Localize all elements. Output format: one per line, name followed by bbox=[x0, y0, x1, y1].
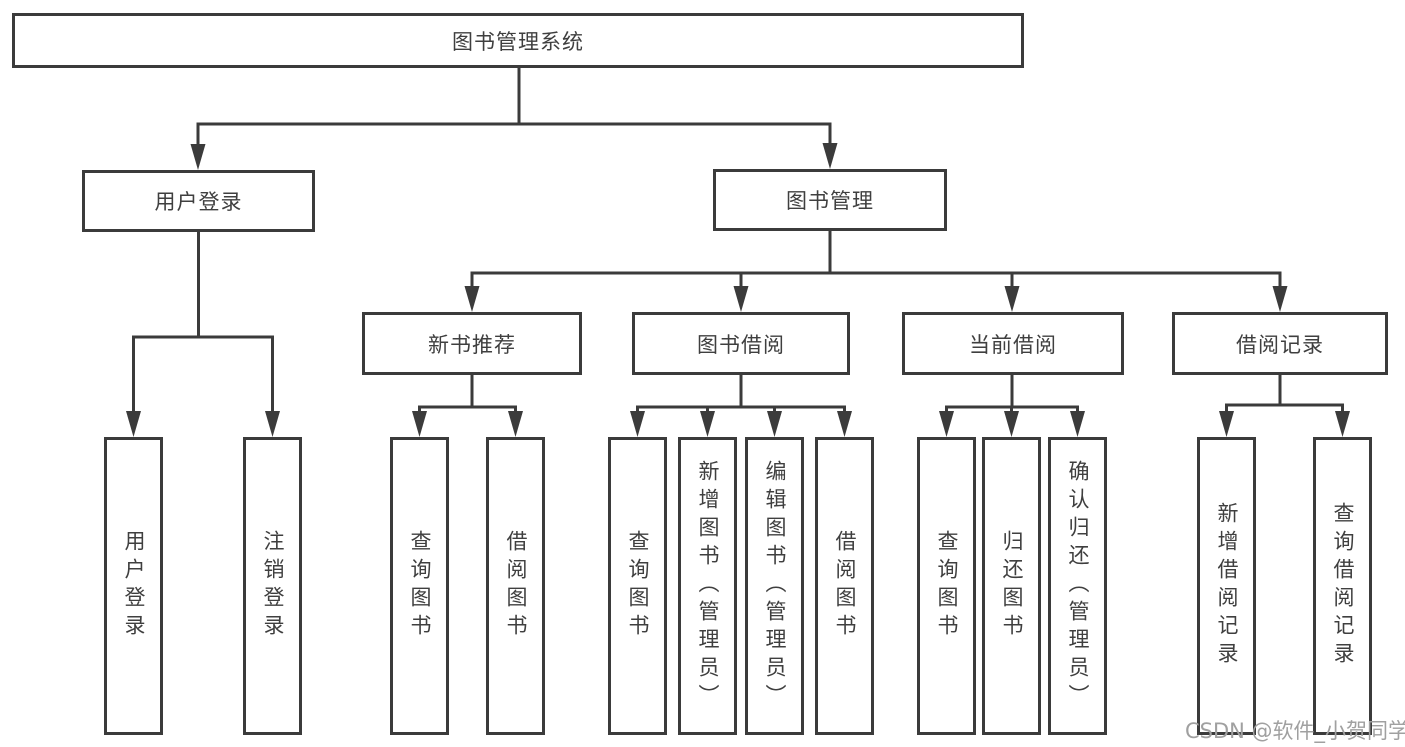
leaf-return-books: 归还图书 bbox=[982, 437, 1041, 735]
node-current-borrow: 当前借阅 bbox=[902, 312, 1124, 375]
leaf-query-books-recommend: 查询图书 bbox=[390, 437, 449, 735]
node-book-management: 图书管理 bbox=[713, 169, 947, 231]
leaf-query-books-current: 查询图书 bbox=[917, 437, 976, 735]
arrowheads bbox=[126, 143, 1350, 437]
leaf-user-login: 用户登录 bbox=[104, 437, 163, 735]
leaf-edit-books-admin: 编辑图书（管理员） bbox=[745, 437, 804, 735]
node-label: 图书管理 bbox=[786, 189, 874, 213]
node-label: 图书借阅 bbox=[697, 332, 785, 357]
node-label: 当前借阅 bbox=[969, 332, 1057, 357]
node-library-management-system: 图书管理系统 bbox=[12, 13, 1024, 68]
leaf-query-borrow-record: 查询借阅记录 bbox=[1313, 437, 1372, 735]
node-label: 新书推荐 bbox=[428, 332, 516, 357]
csdn-watermark: CSDN @软件_小贺同学 bbox=[1185, 719, 1405, 743]
node-label: 借阅记录 bbox=[1236, 332, 1324, 357]
node-borrow-records: 借阅记录 bbox=[1172, 312, 1388, 375]
node-label: 用户登录 bbox=[154, 190, 243, 214]
leaf-add-borrow-record: 新增借阅记录 bbox=[1197, 437, 1256, 735]
leaf-confirm-return-admin: 确认归还（管理员） bbox=[1048, 437, 1107, 735]
node-label: 图书管理系统 bbox=[452, 29, 584, 54]
node-user-login: 用户登录 bbox=[82, 170, 315, 232]
leaf-logout: 注销登录 bbox=[243, 437, 302, 735]
node-book-borrow: 图书借阅 bbox=[632, 312, 850, 375]
node-new-book-recommend: 新书推荐 bbox=[362, 312, 582, 375]
leaf-borrow-books: 借阅图书 bbox=[815, 437, 874, 735]
leaf-query-books-borrow: 查询图书 bbox=[608, 437, 667, 735]
leaf-borrow-books-recommend: 借阅图书 bbox=[486, 437, 545, 735]
leaf-add-books-admin: 新增图书（管理员） bbox=[678, 437, 737, 735]
